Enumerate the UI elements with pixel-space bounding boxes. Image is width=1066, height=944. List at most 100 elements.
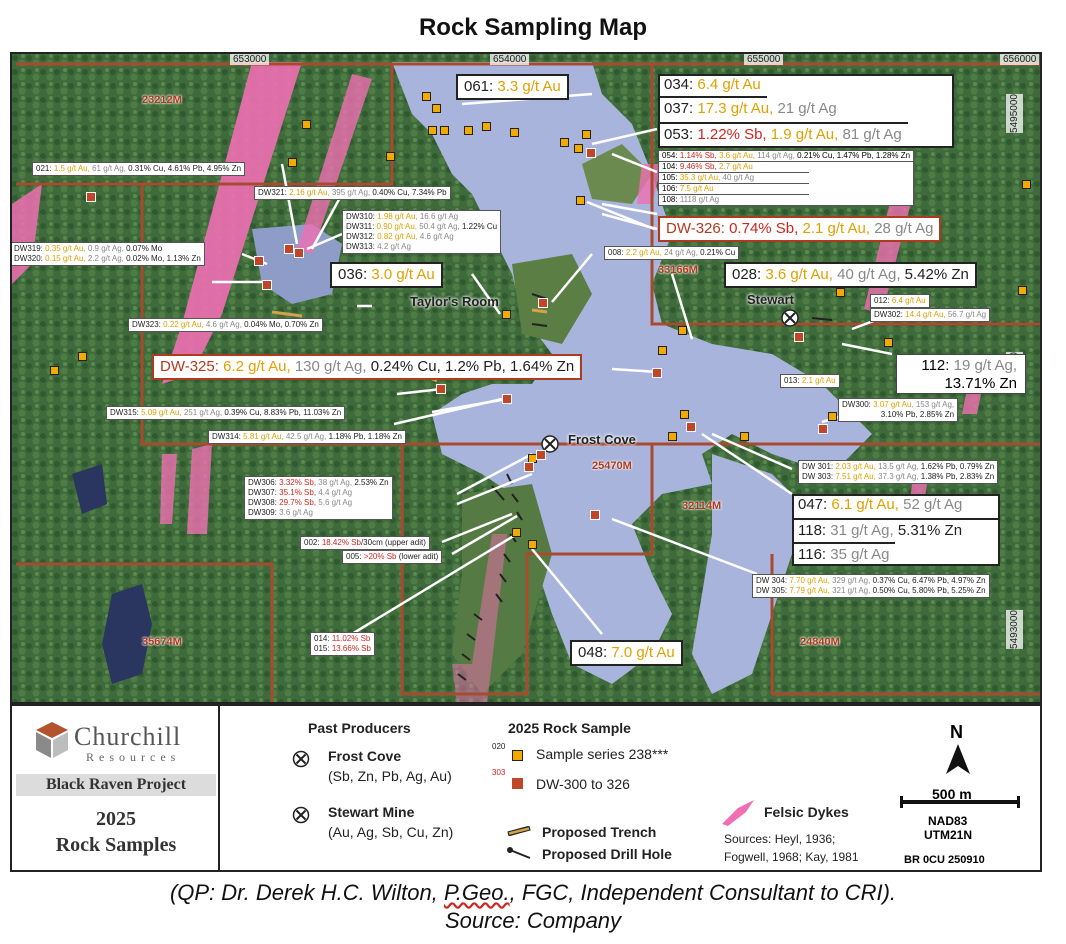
au-value: 7.51 g/t Au, bbox=[835, 472, 876, 481]
ag-value: 0.9 g/t Ag, bbox=[87, 244, 124, 253]
sample-label-dw319: DW319: 0.35 g/t Au, 0.9 g/t Ag, 0.07% Mo bbox=[14, 244, 201, 254]
sample-id: 054: bbox=[662, 151, 678, 160]
sample-marker bbox=[502, 310, 511, 319]
sample-id: 104: bbox=[662, 162, 678, 171]
place-stewart: Stewart bbox=[747, 292, 794, 307]
sample-label-dw323: DW323: 0.22 g/t Au, 4.6 g/t Ag, 0.04% Mo… bbox=[128, 318, 323, 332]
au-value: 5.81 g/t Au, bbox=[243, 432, 284, 441]
north-label: N bbox=[950, 722, 963, 742]
sample-label-dw314: DW314: 5.81 g/t Au, 42.5 g/t Ag, 1.18% P… bbox=[208, 430, 406, 444]
sample-id: DW319: bbox=[14, 244, 43, 253]
sample-label-104: 104: 9.46% Sb, 2.7 g/t Au bbox=[659, 162, 809, 173]
sample-marker bbox=[510, 128, 519, 137]
other-values: 0.21% Cu, 1.47% Pb, 1.28% Zn bbox=[797, 151, 911, 160]
sample-label-group-dw304: DW 304: 7.70 g/t Au, 329 g/t Ag, 0.37% C… bbox=[752, 574, 990, 598]
zone-label: UTM21N bbox=[924, 828, 973, 842]
claim-label: 23212M bbox=[142, 94, 182, 106]
sample-label-106: 106: 7.5 g/t Au bbox=[659, 184, 809, 195]
map-title: Rock Sampling Map bbox=[418, 14, 648, 41]
au-value: 3.3 g/t Au bbox=[497, 78, 561, 95]
sb-value: 11.02% Sb bbox=[331, 634, 371, 643]
ag-value: 37.3 g/t Ag, bbox=[878, 472, 919, 481]
au-value: 7.5 g/t Au bbox=[679, 184, 714, 193]
coord-easting-2: 654000 bbox=[490, 54, 530, 65]
sample-id: 106: bbox=[662, 184, 678, 193]
au-value: 2.1 g/t Au, bbox=[802, 220, 871, 237]
ag-value: 114 g/t Ag, bbox=[757, 151, 795, 160]
other-values: 0.21% Cu bbox=[700, 248, 736, 257]
ag-value: 251 g/t Ag, bbox=[183, 408, 223, 417]
sample-marker bbox=[422, 92, 431, 101]
sample-label-dw303: DW 303: 7.51 g/t Au, 37.3 g/t Ag, 1.38% … bbox=[802, 472, 994, 482]
legend-sources-2: Fogwell, 1968; Kay, 1981 bbox=[724, 850, 859, 864]
au-value: 6.4 g/t Au bbox=[891, 296, 926, 305]
other-values: 0.24% Cu, 1.2% Pb, 1.64% Zn bbox=[370, 358, 575, 375]
sample-label-dw320: DW320: 0.15 g/t Au, 2.2 g/t Ag, 0.02% Mo… bbox=[14, 254, 201, 264]
claim-label: 24840M bbox=[800, 636, 840, 648]
sample-label-dw308: DW308: 29.7% Sb, 5.6 g/t Ag bbox=[248, 498, 389, 508]
sample-label-group-east bbox=[792, 494, 1000, 566]
sample-id: 061: bbox=[464, 78, 494, 95]
sample-marker bbox=[884, 338, 893, 347]
claim-label: 32114M bbox=[682, 500, 722, 512]
dw-sample-marker bbox=[686, 422, 696, 432]
ag-value: 40 g/t Ag, bbox=[837, 266, 901, 283]
sample-label-dw312: DW312: 0.82 g/t Au, 4.6 g/t Ag bbox=[346, 232, 497, 242]
frost-cove-mine-icon bbox=[541, 435, 559, 453]
legend-felsic-dykes: Felsic Dykes bbox=[764, 804, 849, 820]
au-value: 2.16 g/t Au, bbox=[289, 188, 330, 197]
sample-label-dw313: DW313: 4.2 g/t Ag bbox=[346, 242, 497, 252]
sample-label-108: 108: 1118 g/t Ag bbox=[659, 195, 809, 205]
sample-id: 036: bbox=[338, 266, 368, 283]
dw-symbol bbox=[512, 778, 523, 789]
dw-sample-marker bbox=[524, 462, 534, 472]
sample-id: DW 303: bbox=[802, 472, 834, 481]
legend-sources-1: Sources: Heyl, 1936; bbox=[724, 832, 836, 846]
sample-marker bbox=[828, 412, 837, 421]
sample-id: 034: bbox=[664, 76, 694, 93]
sample-id: DW320: bbox=[14, 254, 43, 263]
legend-year: 2025 bbox=[96, 808, 136, 830]
au-value: 0.15 g/t Au, bbox=[45, 254, 86, 263]
sample-id: DW300: bbox=[842, 400, 871, 409]
series-238-number: 020 bbox=[492, 742, 506, 751]
sample-label-dw310: DW310: 1.98 g/t Au, 16.6 g/t Ag bbox=[346, 212, 497, 222]
sample-label-116: 116: 35 g/t Ag bbox=[792, 542, 896, 566]
sample-id: DW-325: bbox=[160, 358, 219, 375]
sample-id: DW313: bbox=[346, 242, 375, 251]
legend-frost-cove-metals: (Sb, Zn, Pb, Ag, Au) bbox=[328, 768, 452, 784]
sample-id: 021: bbox=[36, 164, 52, 173]
sample-marker bbox=[574, 144, 583, 153]
other-values: 1.22% Cu bbox=[461, 222, 498, 231]
scale-label: 500 m bbox=[932, 786, 972, 802]
coord-easting-1: 653000 bbox=[230, 54, 270, 65]
sample-id: 112: bbox=[921, 357, 950, 374]
datum-label: NAD83 bbox=[928, 814, 968, 828]
sample-marker bbox=[678, 326, 687, 335]
dw-sample-marker bbox=[436, 384, 446, 394]
sample-label-dw301: DW 301: 2.03 g/t Au, 13.5 g/t Ag, 1.62% … bbox=[802, 462, 994, 472]
au-value: 7.0 g/t Au bbox=[611, 644, 675, 661]
ag-value: 40 g/t Ag bbox=[722, 173, 755, 182]
sample-id: DW314: bbox=[212, 432, 241, 441]
other-values: 1.62% Pb, 0.79% Zn bbox=[920, 462, 995, 471]
other-values: 0.04% Mo, 0.70% Zn bbox=[244, 320, 319, 329]
sb-value: 1.14% Sb, bbox=[679, 151, 717, 160]
ag-value: 28 g/t Ag bbox=[874, 220, 934, 237]
sample-marker bbox=[528, 540, 537, 549]
sample-label-047: 047: 6.1 g/t Au, 52 g/t Ag bbox=[792, 494, 968, 516]
au-value: 7.79 g/t Au, bbox=[789, 586, 830, 595]
au-value: 5.09 g/t Au, bbox=[141, 408, 182, 417]
ag-value: 4.6 g/t Ag bbox=[419, 232, 454, 241]
sample-label-021: 021: 1.5 g/t Au, 61 g/t Ag, 0.31% Cu, 4.… bbox=[32, 162, 246, 176]
sb-value: 29.7% Sb, bbox=[279, 498, 317, 507]
other-values: 3.10% Pb, 2.85% Zn bbox=[880, 410, 955, 419]
dw-sample-marker bbox=[294, 248, 304, 258]
dw300-line1: DW300: 3.07 g/t Au, 153 g/t Ag, bbox=[842, 400, 954, 410]
legend-stewart-mine: Stewart Mine bbox=[328, 804, 415, 820]
figure-source: Source: Company bbox=[444, 908, 622, 933]
au-value: 2.03 g/t Au, bbox=[835, 462, 876, 471]
au-value: 35.3 g/t Au, bbox=[679, 173, 721, 182]
sb-value: 13.66% Sb bbox=[331, 644, 371, 653]
au-value: 3.0 g/t Au bbox=[371, 266, 435, 283]
